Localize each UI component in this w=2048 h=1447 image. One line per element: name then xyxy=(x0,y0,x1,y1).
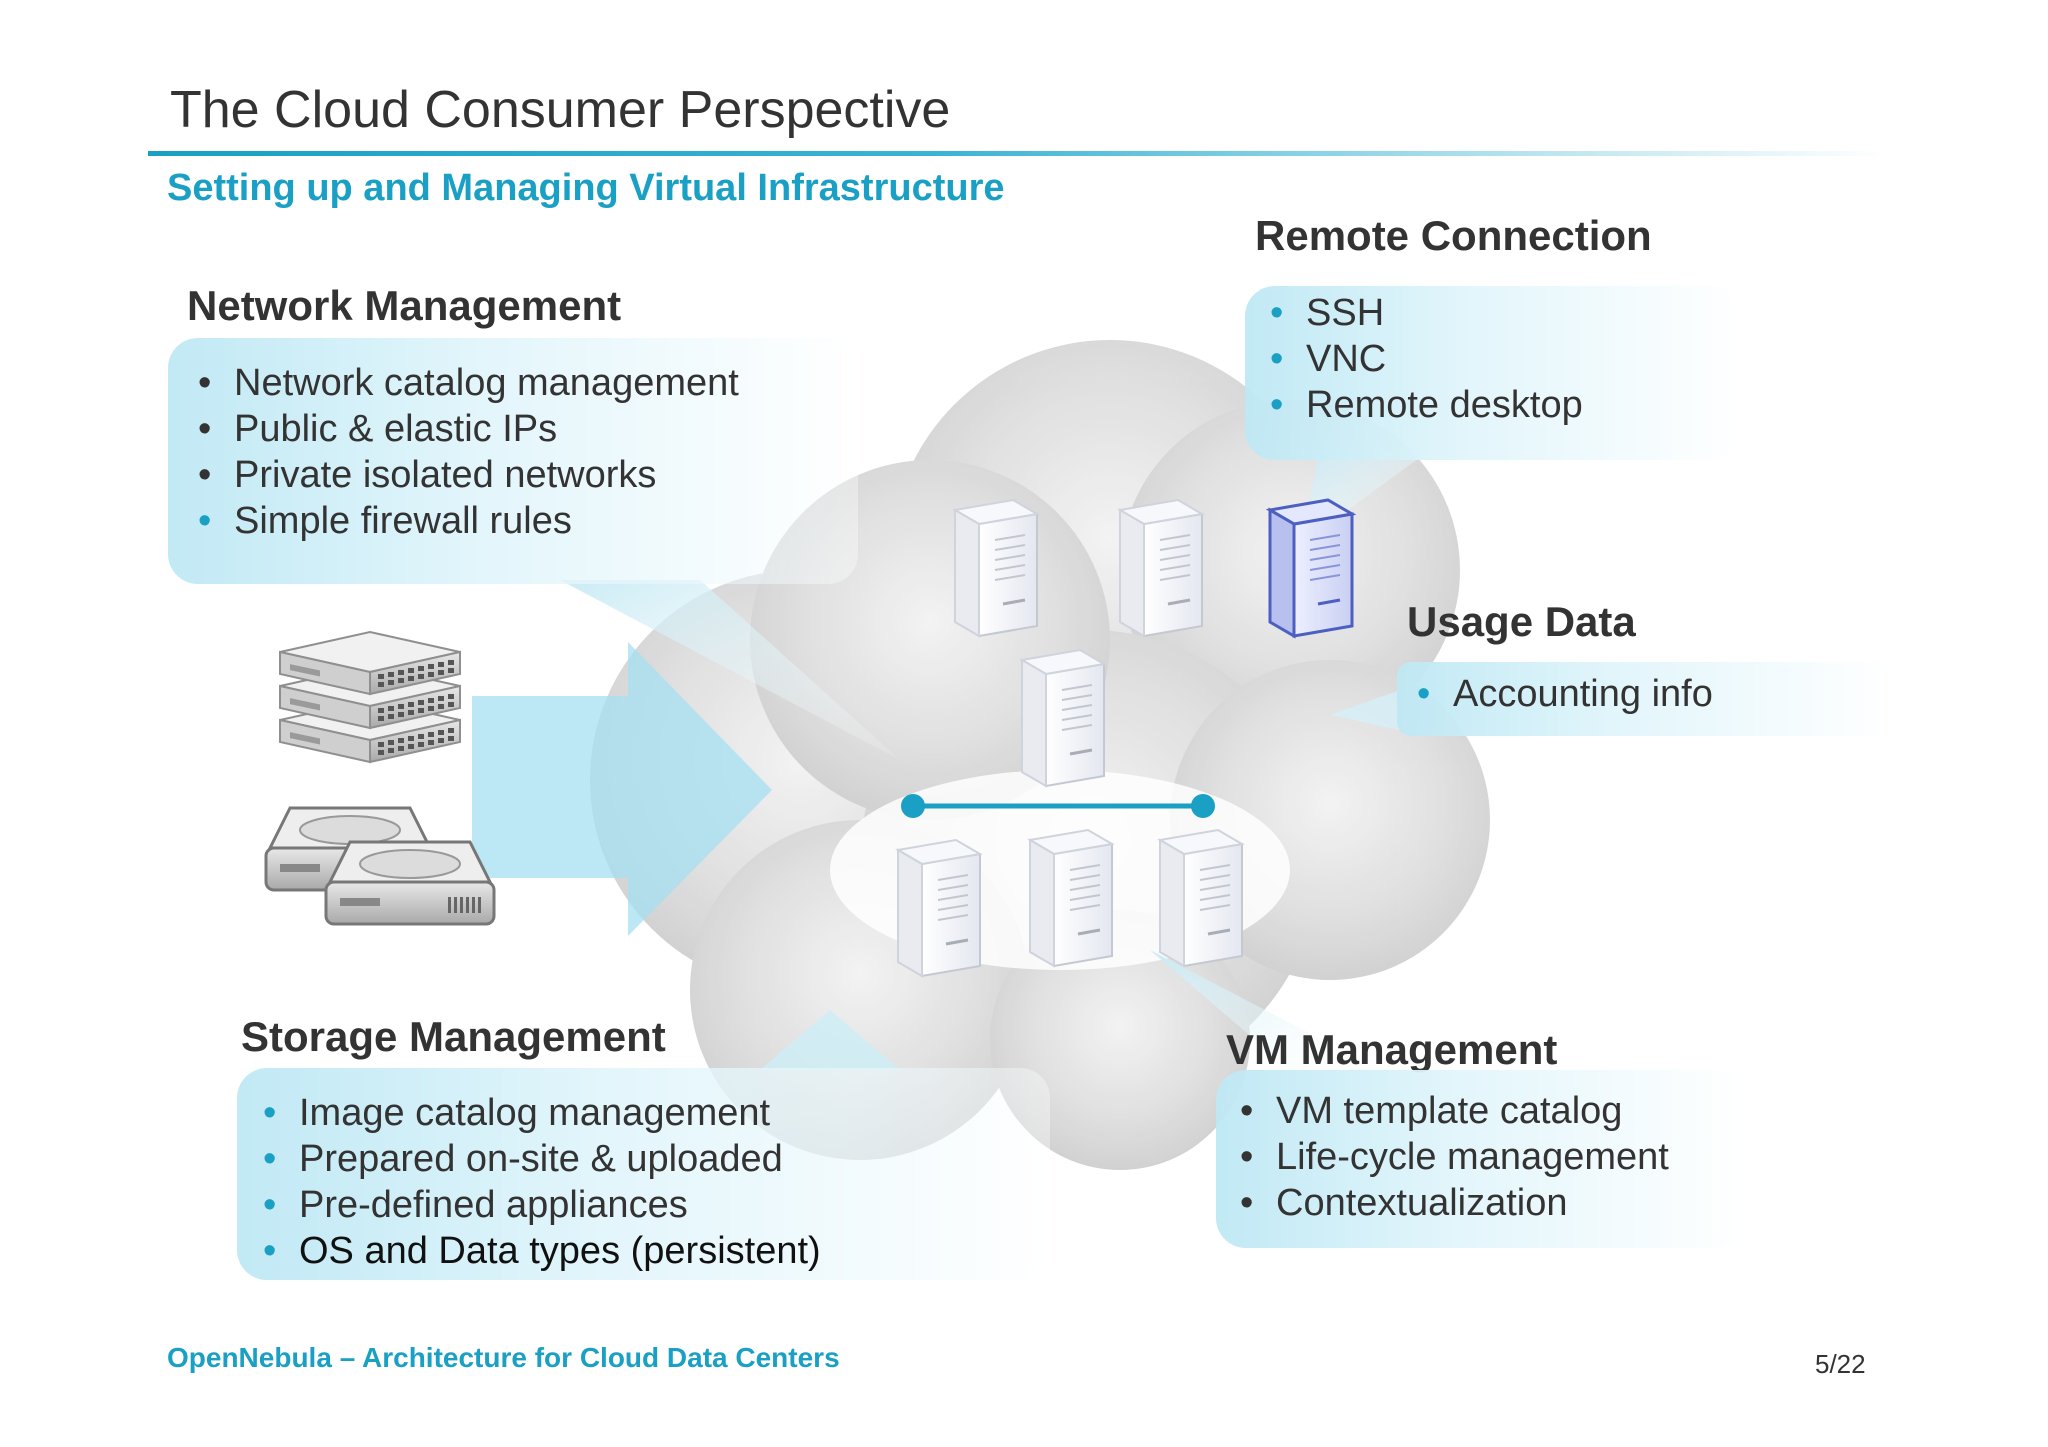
server-icon xyxy=(1268,498,1354,638)
list-item: Prepared on-site & uploaded xyxy=(263,1136,821,1182)
slide-footer: OpenNebula – Architecture for Cloud Data… xyxy=(167,1342,840,1373)
list-item: Simple firewall rules xyxy=(198,498,739,544)
usage-bubble: Accounting info xyxy=(1397,662,1892,736)
server-icon xyxy=(1118,498,1204,638)
slide-subtitle: Setting up and Managing Virtual Infrastr… xyxy=(167,167,1005,209)
network-switch-icon xyxy=(279,631,461,763)
server-icon xyxy=(896,838,982,978)
list-item: SSH xyxy=(1270,290,1583,336)
server-icon xyxy=(1020,648,1106,788)
list-item: Life-cycle management xyxy=(1240,1134,1669,1180)
list-item: Pre-defined appliances xyxy=(263,1182,821,1228)
list-item: Image catalog management xyxy=(263,1090,821,1136)
network-link xyxy=(901,794,1215,818)
hard-disk-icon xyxy=(264,806,496,926)
remote-heading: Remote Connection xyxy=(1255,212,1652,259)
vm-heading: VM Management xyxy=(1226,1026,1558,1073)
network-callout-tail xyxy=(560,580,900,760)
title-rule xyxy=(148,151,1888,156)
list-item: Contextualization xyxy=(1240,1180,1669,1226)
arrow-icon xyxy=(472,642,772,936)
list-item: Accounting info xyxy=(1417,671,1713,717)
server-icon xyxy=(953,498,1039,638)
list-item: VM template catalog xyxy=(1240,1088,1669,1134)
remote-bubble: SSH VNC Remote desktop xyxy=(1245,286,1741,460)
usage-callout-tail xyxy=(1330,690,1400,730)
slide-title: The Cloud Consumer Perspective xyxy=(170,81,951,139)
storage-heading: Storage Management xyxy=(241,1013,666,1060)
network-bubble: Network catalog management Public & elas… xyxy=(168,338,858,584)
list-item: Private isolated networks xyxy=(198,452,739,498)
storage-bubble: Image catalog management Prepared on-sit… xyxy=(237,1068,1050,1280)
network-heading: Network Management xyxy=(187,282,622,329)
storage-callout-tail xyxy=(760,1010,900,1070)
list-item: Network catalog management xyxy=(198,360,739,406)
list-item: OS and Data types (persistent) xyxy=(263,1228,821,1274)
server-icon xyxy=(1158,828,1244,968)
list-item: Remote desktop xyxy=(1270,382,1583,428)
page-number: 5/22 xyxy=(1815,1349,1866,1379)
usage-heading: Usage Data xyxy=(1407,598,1636,645)
vm-bubble: VM template catalog Life-cycle managemen… xyxy=(1216,1070,1746,1248)
list-item: VNC xyxy=(1270,336,1583,382)
server-icon xyxy=(1028,828,1114,968)
list-item: Public & elastic IPs xyxy=(198,406,739,452)
vm-callout-tail xyxy=(1150,950,1380,1070)
